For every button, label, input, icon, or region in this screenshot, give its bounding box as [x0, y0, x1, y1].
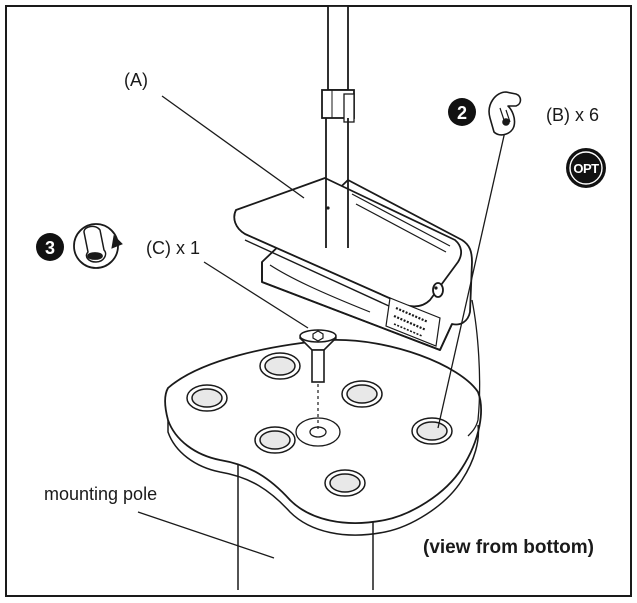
plate-hole [259, 352, 301, 380]
opt-badge: OPT [566, 148, 606, 188]
screw-c [299, 329, 337, 430]
plate-hole [341, 380, 383, 408]
plate-holes [186, 352, 453, 497]
plate-hole [254, 426, 296, 454]
mounting-pole [237, 455, 374, 590]
view-from-bottom-note: (view from bottom) [423, 537, 594, 558]
step-3-badge: 3 [36, 233, 64, 261]
leader-lines [137, 95, 509, 559]
opt-badge-text: OPT [573, 161, 599, 176]
upper-pole [321, 5, 355, 248]
step-2-badge: 2 [448, 98, 476, 126]
part-b-label: (B) x 6 [546, 105, 599, 125]
rotate-tool-icon [73, 223, 123, 269]
step-2-number: 2 [457, 103, 467, 123]
step-3-number: 3 [45, 238, 55, 258]
plate-hole [324, 469, 366, 497]
hand-tighten-icon [488, 91, 522, 136]
plate-hole [411, 417, 453, 445]
part-c-label: (C) x 1 [146, 238, 200, 258]
part-a-label: (A) [124, 70, 148, 90]
plate-hole [186, 384, 228, 412]
bracket-label-sticker [385, 297, 441, 347]
mounting-pole-label: mounting pole [44, 484, 157, 504]
